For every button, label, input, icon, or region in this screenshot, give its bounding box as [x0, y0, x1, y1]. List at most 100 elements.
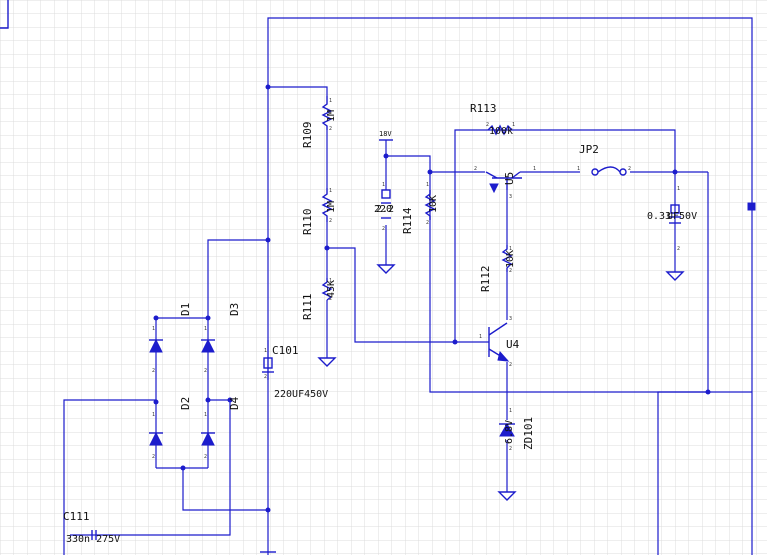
junction: [427, 169, 433, 175]
d3-ref: D3: [228, 303, 241, 316]
diode-d2[interactable]: D2: [149, 397, 192, 446]
transistor-u4[interactable]: U4: [488, 322, 520, 362]
diode-d4[interactable]: D4: [201, 396, 241, 446]
pin-number: 1: [677, 186, 680, 192]
pin-number: 2: [204, 368, 207, 374]
pin-number: 2: [509, 362, 512, 368]
pin-number: 3: [509, 316, 512, 322]
junction: [705, 389, 711, 395]
r110-ref: R110: [301, 209, 314, 236]
pin-number: 2: [329, 296, 332, 302]
resistor-symbol: [321, 278, 333, 301]
pin-number: 1: [426, 182, 429, 188]
ground-symbol: [376, 264, 396, 274]
pin-number: 1: [512, 122, 515, 128]
resistor-r114[interactable]: R114 10K: [401, 190, 439, 234]
c101-value: 220UF450V: [274, 389, 328, 400]
pin-number: 2: [329, 218, 332, 224]
pin-number: 1: [329, 278, 332, 284]
resistor-symbol: [501, 245, 513, 272]
pin-number: 2: [509, 268, 512, 274]
resistor-symbol: [424, 190, 436, 220]
diode-triangle: [201, 338, 215, 353]
ground-symbol: [317, 357, 337, 367]
r111-value: 45K: [326, 280, 337, 298]
resistor-r112[interactable]: R112 10K: [479, 245, 516, 292]
jumper-link: [597, 166, 621, 173]
pin-number: 1: [152, 412, 155, 418]
wires: [63, 17, 753, 555]
r109-value: 1M: [326, 110, 337, 122]
jumper-jp2[interactable]: JP2: [579, 143, 627, 176]
r110-value: 1M: [326, 201, 337, 213]
resistor-r113[interactable]: R113 100k: [470, 102, 513, 137]
c111-value: 330n 275V: [66, 534, 120, 545]
jumper-pad: [619, 168, 627, 176]
pin-number: 1: [509, 408, 512, 414]
u5-ref: U5: [503, 172, 516, 185]
d1-ref: D1: [179, 303, 192, 316]
capacitor-c111[interactable]: C111 330n 275V: [63, 510, 120, 545]
pin-number: 1: [152, 326, 155, 332]
junction: [324, 245, 330, 251]
r112-value: 10K: [505, 250, 516, 268]
u4-collector: [488, 322, 508, 336]
resistor-r110[interactable]: R110 1M: [301, 188, 337, 235]
supply-18v: 18V: [379, 130, 393, 141]
pin-number: 1: [479, 334, 482, 340]
wire-r114: [429, 172, 709, 393]
wire-bridge-bottom: [182, 468, 268, 511]
wire-top-bus: [267, 17, 753, 555]
capacitor-body: [263, 357, 273, 369]
pin-number: 1: [533, 166, 536, 172]
capacitor-body: [381, 189, 391, 199]
diode-d3[interactable]: D3: [201, 303, 241, 353]
u5-arrow: [489, 183, 499, 194]
capacitor-right[interactable]: 0.33 UF50V: [647, 204, 697, 224]
c101-ref: C101: [272, 344, 299, 357]
pin-number: 1: [329, 188, 332, 194]
pin-number: 1: [329, 98, 332, 104]
zener-triangle: [499, 423, 515, 437]
pin-number: 2: [628, 166, 631, 172]
grounds: [260, 264, 685, 553]
junction: [265, 237, 271, 243]
zener-zd101[interactable]: ZD101 6.8V: [499, 417, 535, 450]
resistor-r111[interactable]: R111 45K: [301, 278, 337, 320]
wire-bottom-right: [657, 391, 752, 555]
capacitor-mid[interactable]: 220 2.2: [374, 189, 394, 219]
pin-number: 2: [204, 454, 207, 460]
capacitor-c101[interactable]: C101 220UF450V: [262, 344, 328, 400]
net-marker: [747, 202, 756, 211]
pin-number: 1: [264, 348, 267, 354]
junction: [452, 339, 458, 345]
wire-bridge-top: [207, 239, 268, 318]
r114-ref: R114: [401, 207, 414, 234]
ground-symbol: [665, 271, 685, 281]
pin-number: 2: [152, 454, 155, 460]
u4-arrow: [497, 350, 510, 362]
pin-number: 2: [382, 226, 385, 232]
wire-c111-right: [70, 400, 231, 536]
ground-symbol: [497, 491, 517, 501]
d2-ref: D2: [179, 397, 192, 410]
diode-bridge[interactable]: D1 D3 D2 D4: [149, 303, 241, 469]
diode-triangle: [149, 431, 163, 446]
wire-r113: [454, 129, 676, 342]
wire-divider-tap: [327, 247, 489, 343]
junction: [227, 397, 233, 403]
jp2-ref: JP2: [579, 143, 599, 156]
pin-number: 2: [474, 166, 477, 172]
d4-ref: D4: [228, 396, 241, 410]
u5-emitter: [511, 171, 521, 179]
transistor-u5[interactable]: U5: [485, 171, 522, 194]
diode-triangle: [201, 431, 215, 446]
resistor-symbol: [487, 124, 513, 136]
pin-number: 2: [329, 126, 332, 132]
wire-18v-u5: [386, 155, 485, 173]
resistor-r109[interactable]: R109 1M: [301, 96, 337, 148]
cap-right-value: 0.33: [647, 211, 671, 222]
diode-d1[interactable]: D1: [149, 303, 192, 353]
